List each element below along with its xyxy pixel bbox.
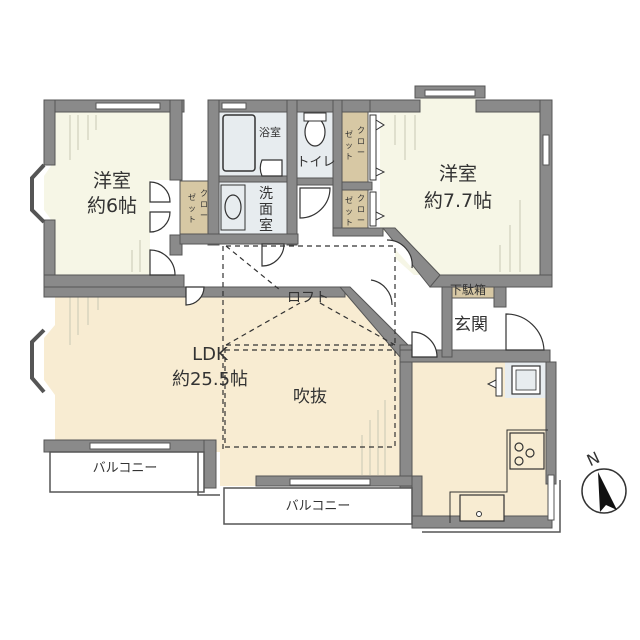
loft-label: ロフト	[287, 290, 329, 306]
closet-char: ゼ	[345, 195, 353, 205]
room1-size: 約6帖	[87, 195, 137, 217]
bathroom-label: 浴室	[259, 125, 281, 139]
room2-size: 約7.7帖	[424, 190, 492, 212]
closet-char: ク	[357, 194, 365, 203]
stove-burners	[514, 442, 535, 466]
bay-window-room1	[30, 163, 46, 224]
closet-char: ッ	[345, 207, 353, 216]
western-room-1-floor	[44, 112, 178, 275]
closet-char: ロ	[200, 200, 208, 209]
washroom-char-1: 洗	[259, 186, 273, 202]
western-room-2-floor	[380, 98, 540, 275]
bathtub	[222, 114, 256, 172]
windows	[89, 89, 555, 521]
closet-char: ゼ	[188, 192, 196, 202]
closet-char: ー	[200, 211, 208, 220]
washbasin-bowl	[224, 194, 242, 220]
closet-3-label: ク ロ ー ゼ ッ ト	[345, 194, 365, 227]
balcony-2-label: バルコニー	[286, 499, 351, 514]
closet-char: ー	[357, 216, 365, 225]
closet-1	[179, 180, 211, 235]
toilet-bowl	[304, 117, 326, 147]
closet-char: ロ	[357, 137, 365, 146]
room1-name: 洋室	[93, 170, 131, 192]
toilet-tank	[303, 112, 327, 122]
washroom-char-3: 室	[259, 217, 273, 234]
balcony-rail	[197, 452, 220, 496]
doors[interactable]	[149, 159, 545, 358]
balcony-1-label: バルコニー	[93, 461, 158, 476]
closet-char: ク	[357, 126, 365, 135]
closet-2-label: ク ロ ー ゼ ッ ト	[345, 126, 365, 161]
kitchen-counter	[449, 429, 548, 523]
room2-name: 洋室	[439, 163, 477, 185]
closet-char: ゼ	[345, 129, 353, 139]
ldk-name: LDK	[192, 344, 229, 365]
entrance-label: 玄関	[454, 315, 488, 335]
closet-char: ト	[345, 152, 353, 161]
closet-char: ロ	[357, 205, 365, 214]
kitchen-outer-rail	[422, 480, 561, 533]
shoe-box-label: 下駄箱	[450, 282, 486, 297]
washing-machine-inner	[515, 369, 537, 391]
balcony-1	[49, 451, 205, 493]
kitchen-sink	[459, 494, 505, 522]
ldk-floor	[44, 287, 548, 523]
closet-char: ー	[357, 148, 365, 157]
bay-window-ldk	[30, 328, 46, 394]
closet-1-label: ク ロ ー ゼ ッ ト	[188, 189, 208, 224]
washroom-char-2: 面	[259, 202, 273, 218]
compass-north-label: N	[584, 448, 603, 470]
closet-char: ト	[188, 215, 196, 224]
floor-texture	[69, 115, 521, 475]
closet-doors[interactable]	[369, 114, 503, 397]
loft-outline	[222, 245, 396, 450]
atrium-label: 吹抜	[293, 387, 327, 407]
closet-char: ト	[345, 218, 353, 227]
sink-drain	[476, 511, 482, 517]
toilet-label: トイレ	[296, 155, 335, 170]
ldk-size: 約25.5帖	[172, 369, 248, 390]
closet-char: ッ	[188, 204, 196, 213]
compass-icon: N	[581, 448, 627, 514]
closet-char: ク	[200, 189, 208, 198]
closet-char: ッ	[345, 141, 353, 150]
balcony-2	[223, 487, 413, 525]
